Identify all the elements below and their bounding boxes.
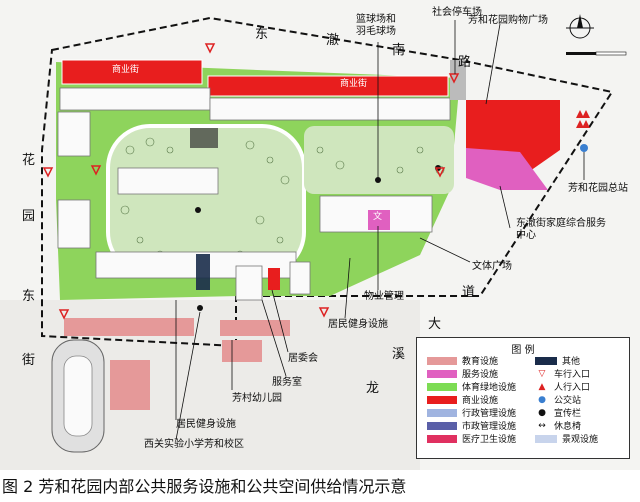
figure-caption: 图 2 芳和花园内部公共服务设施和公共空间供给情况示意 — [2, 477, 407, 496]
bulletin-board-icon: ● — [538, 407, 546, 418]
label-service-center: 东澈街家庭综合服务 中心 — [516, 218, 606, 241]
municipal-strip — [196, 254, 210, 290]
legend-item: ● 公交站 — [535, 394, 582, 407]
legend-swatch — [427, 434, 457, 443]
legend-label: 商业设施 — [462, 396, 499, 406]
property-mgmt-building — [368, 210, 390, 230]
service-block-east — [466, 148, 548, 190]
legend-label: 人行入口 — [554, 383, 591, 393]
label-fitness-1: 居民健身设施 — [328, 319, 388, 330]
legend-label: 医疗卫生设施 — [462, 435, 517, 445]
legend-item: 行政管理设施 — [427, 407, 517, 419]
legend-item: 其他 — [535, 355, 581, 367]
legend-swatch — [427, 408, 457, 417]
pedestrian-markers — [576, 110, 590, 128]
road-label-east-3: 南 — [392, 43, 406, 58]
tag-shops-north-right: 商业街 — [340, 79, 368, 89]
legend-swatch — [535, 434, 557, 443]
legend-label: 休息椅 — [554, 422, 582, 432]
label-parking: 社会停车场 — [432, 7, 482, 18]
legend-swatch — [427, 421, 457, 430]
legend-item: 服务设施 — [427, 368, 499, 380]
legend-swatch — [535, 356, 557, 365]
road-label-avenue-1: 龙 — [366, 381, 380, 396]
site-plan-map: 东 澈 南 路 花 园 东 街 龙 溪 大 道 商业街 商业街 文 社会停车场 … — [0, 0, 640, 470]
road-label-street-2: 园 — [22, 209, 36, 224]
map-drawing — [41, 14, 627, 453]
legend-item: 体育绿地设施 — [427, 381, 517, 393]
site-boundary — [41, 16, 614, 348]
legend-item: 市政管理设施 — [427, 420, 517, 432]
label-primary-school: 西关实验小学芳和校区 — [144, 439, 244, 450]
legend-label: 公交站 — [554, 396, 582, 406]
legend-label: 体育绿地设施 — [462, 383, 517, 393]
road-label-street-1: 花 — [22, 153, 36, 168]
road-label-street-3: 东 — [22, 289, 36, 304]
legend-label: 景观设施 — [562, 435, 599, 445]
entrance-markers — [42, 43, 460, 320]
road-label-east-1: 东 — [255, 27, 269, 42]
shops-north-left — [61, 59, 203, 85]
label-bus-station: 芳和花园总站 — [568, 183, 628, 194]
legend-label: 宣传栏 — [554, 409, 582, 419]
legend-item: ● 宣传栏 — [535, 407, 582, 420]
label-kindergarten: 芳村幼儿园 — [232, 393, 282, 404]
vehicle-entrance-icon: ▽ — [538, 368, 546, 379]
road-label-east-4: 路 — [458, 55, 472, 70]
label-property-mgmt: 物业管理 — [364, 291, 404, 302]
residential-blocks — [57, 87, 451, 301]
legend-item: 医疗卫生设施 — [427, 433, 517, 445]
service-room — [268, 268, 280, 290]
school-block — [64, 318, 194, 336]
legend-label: 车行入口 — [554, 370, 591, 380]
legend-item: 景观设施 — [535, 433, 599, 445]
legend-swatch — [427, 382, 457, 391]
label-courts: 篮球场和 羽毛球场 — [356, 14, 396, 37]
kindergarten-block — [220, 320, 290, 336]
bus-stop-icon: ● — [538, 394, 546, 405]
road-label-east-2: 澈 — [326, 33, 340, 48]
road-label-avenue-2: 溪 — [392, 347, 406, 362]
north-arrow — [566, 14, 594, 39]
school-block-2 — [110, 360, 150, 410]
legend-item: 教育设施 — [427, 355, 499, 367]
shops-north-right — [207, 75, 449, 97]
tag-center: 文 — [373, 212, 383, 222]
legend-label: 服务设施 — [462, 370, 499, 380]
road-label-avenue-3: 大 — [428, 317, 442, 332]
legend-label: 教育设施 — [462, 357, 499, 367]
road-label-street-4: 街 — [22, 353, 36, 368]
court-hatch — [190, 128, 218, 148]
label-culture-plaza: 文体广场 — [472, 261, 512, 272]
legend-swatch — [427, 356, 457, 365]
tag-shops-north-left: 商业街 — [112, 65, 140, 75]
legend-item: ▽ 车行入口 — [535, 368, 591, 381]
road-label-avenue-4: 道 — [462, 285, 476, 300]
leader-lines — [175, 20, 585, 441]
legend-item: 商业设施 — [427, 394, 499, 406]
legend-label: 其他 — [562, 357, 581, 367]
legend-swatch — [427, 395, 457, 404]
label-shopping: 芳和花园购物广场 — [468, 15, 548, 26]
kindergarten-block-2 — [222, 340, 262, 362]
legend-label: 行政管理设施 — [462, 409, 517, 419]
label-service-room: 服务室 — [272, 377, 302, 388]
east-park — [304, 126, 454, 194]
legend-label: 市政管理设施 — [462, 422, 517, 432]
label-residents-committee: 居委会 — [288, 353, 318, 364]
map-legend: 图 例 教育设施 服务设施 体育绿地设施 商业设施 行政管理设施 市政管理设施 — [416, 337, 630, 459]
bench-icon: ↔ — [538, 420, 546, 431]
scale-bar — [566, 51, 627, 56]
legend-item: ↔ 休息椅 — [535, 420, 582, 433]
legend-title: 图 例 — [511, 345, 535, 356]
label-fitness-2: 居民健身设施 — [176, 419, 236, 430]
bus-station-dot — [580, 144, 588, 152]
parking-lot — [450, 60, 466, 100]
legend-swatch — [427, 369, 457, 378]
pedestrian-entrance-icon: ▲ — [538, 381, 546, 392]
legend-item: ▲ 人行入口 — [535, 381, 591, 394]
